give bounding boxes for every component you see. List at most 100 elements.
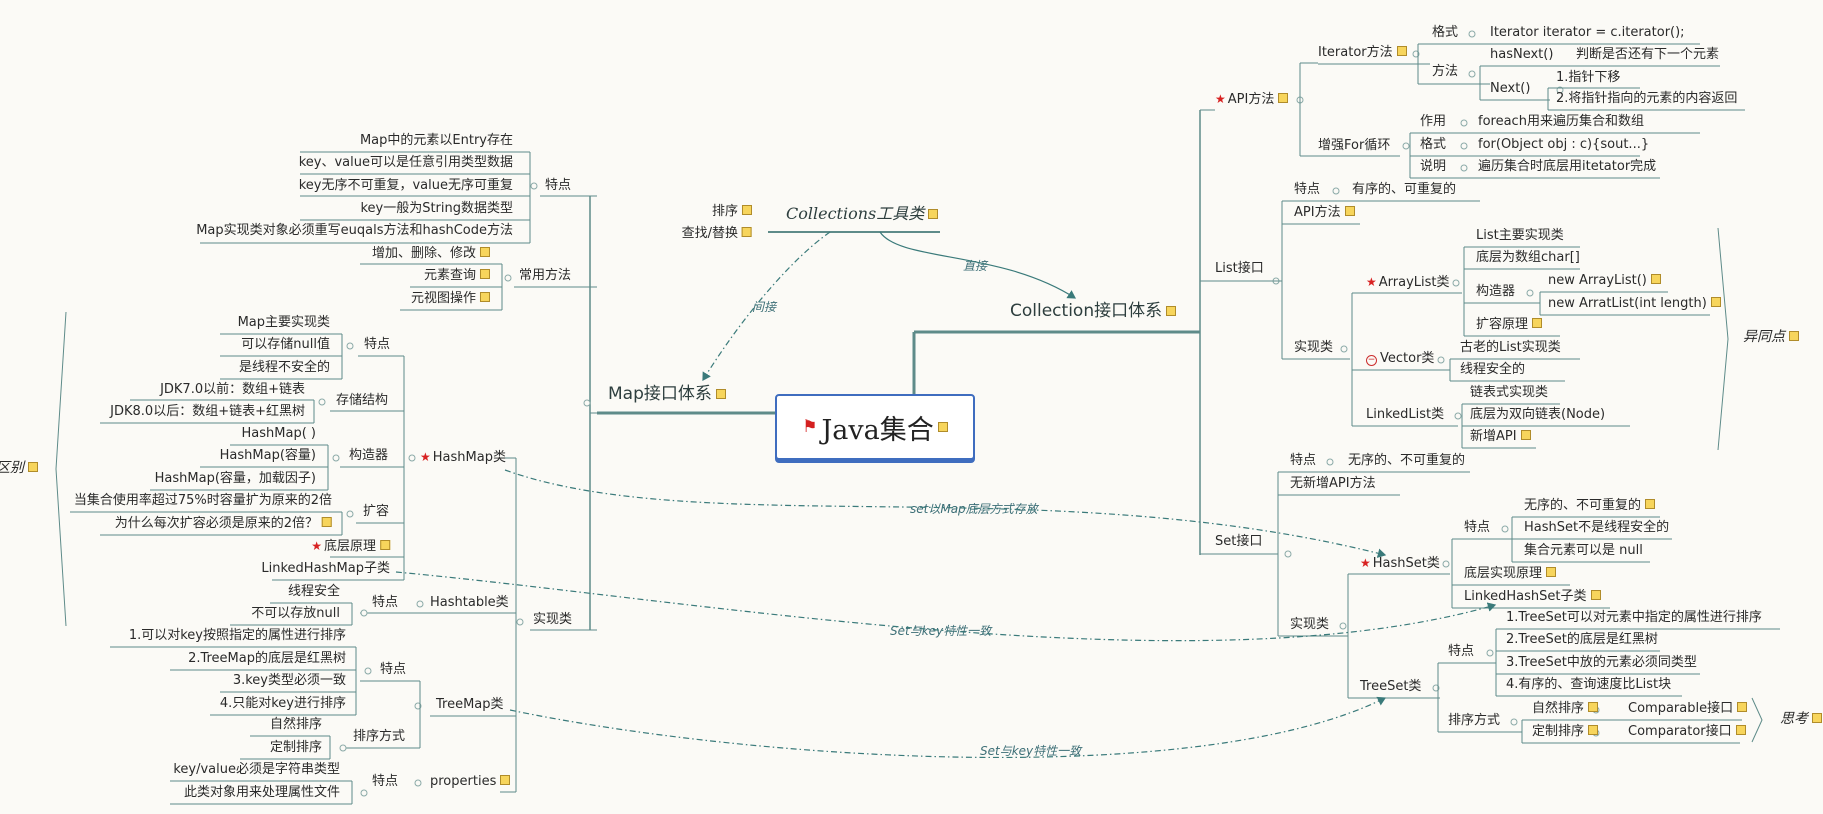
- note-icon[interactable]: [322, 517, 332, 527]
- treemap-3[interactable]: 3.key类型必须一致: [232, 673, 346, 688]
- collection-branch[interactable]: Collection接口体系: [1010, 303, 1177, 320]
- treeset-f2[interactable]: 2.TreeSet的底层是红黑树: [1506, 632, 1658, 647]
- note-icon[interactable]: [1344, 206, 1355, 216]
- iterator-format[interactable]: 格式: [1432, 25, 1459, 40]
- connector-dot-icon[interactable]: [1340, 345, 1348, 353]
- note-icon[interactable]: [742, 227, 752, 237]
- note-icon[interactable]: [1588, 725, 1599, 735]
- treeset-feature[interactable]: 特点: [1448, 644, 1475, 659]
- usage-node[interactable]: 作用: [1420, 114, 1447, 129]
- treeset-comparable[interactable]: Comparable接口: [1628, 701, 1748, 717]
- connector-dot-icon[interactable]: [1460, 164, 1468, 172]
- treemap-2[interactable]: 2.TreeMap的底层是红黑树: [188, 651, 346, 666]
- note-icon[interactable]: [715, 389, 726, 399]
- explain-desc[interactable]: 遍历集合时底层用itetator完成: [1478, 159, 1657, 174]
- connector-dot-icon[interactable]: [516, 618, 524, 626]
- properties-feature[interactable]: 特点: [372, 774, 399, 789]
- map-f1[interactable]: Map中的元素以Entry存在: [359, 133, 513, 148]
- map-c1[interactable]: 增加、删除、修改: [372, 246, 490, 262]
- hashset-f3[interactable]: 集合元素可以是 null: [1524, 543, 1643, 558]
- treemap-feature[interactable]: 特点: [380, 662, 407, 677]
- vector-safe[interactable]: 线程安全的: [1460, 362, 1526, 377]
- iterator-node[interactable]: Iterator方法: [1318, 45, 1407, 61]
- central-topic[interactable]: ⚑ Java集合: [775, 394, 975, 460]
- linkedlist-3[interactable]: 新增API: [1470, 429, 1531, 445]
- iterator-method[interactable]: 方法: [1432, 64, 1459, 79]
- hashset-node[interactable]: ★HashSet类: [1360, 555, 1440, 572]
- treemap-custom[interactable]: 定制排序: [269, 740, 322, 755]
- connector-dot-icon[interactable]: [346, 510, 354, 518]
- arraylist-expand[interactable]: 扩容原理: [1476, 317, 1543, 333]
- connector-dot-icon[interactable]: [360, 609, 368, 617]
- hashmap-expand[interactable]: 扩容: [363, 504, 390, 519]
- connector-dot-icon[interactable]: [1284, 550, 1292, 558]
- map-feature-node[interactable]: 特点: [545, 178, 572, 193]
- connector-dot-icon[interactable]: [530, 182, 538, 190]
- map-c2[interactable]: 元素查询: [424, 268, 490, 284]
- list-interface-node[interactable]: List接口: [1215, 261, 1264, 276]
- hashmap-s1[interactable]: JDK7.0以前：数组+链表: [160, 382, 305, 397]
- connector-dot-icon[interactable]: [1468, 30, 1476, 38]
- note-icon[interactable]: [500, 775, 511, 785]
- hashmap-storage[interactable]: 存储结构: [336, 393, 389, 408]
- note-icon[interactable]: [480, 247, 490, 257]
- note-icon[interactable]: [28, 462, 38, 472]
- tool-sort[interactable]: 排序: [712, 204, 752, 220]
- treemap-node[interactable]: TreeMap类: [436, 697, 504, 712]
- note-icon[interactable]: [1590, 590, 1601, 600]
- note-icon[interactable]: [1396, 46, 1407, 56]
- connector-dot-icon[interactable]: [1402, 142, 1410, 150]
- treeset-custom[interactable]: 定制排序: [1532, 724, 1599, 740]
- arraylist-base[interactable]: 底层为数组char[]: [1476, 250, 1580, 265]
- map-c3[interactable]: 元视图操作: [411, 291, 490, 307]
- arraylist-main[interactable]: List主要实现类: [1476, 228, 1564, 243]
- connector-dot-icon[interactable]: [583, 399, 591, 407]
- list-api-node[interactable]: API方法: [1294, 205, 1355, 221]
- treeset-f1[interactable]: 1.TreeSet可以对元素中指定的属性进行排序: [1506, 610, 1762, 625]
- note-icon[interactable]: [480, 269, 490, 279]
- hashset-f1[interactable]: 无序的、不可重复的: [1524, 498, 1656, 514]
- note-icon[interactable]: [1710, 297, 1721, 307]
- connector-dot-icon[interactable]: [414, 779, 422, 787]
- connector-dot-icon[interactable]: [318, 398, 326, 406]
- set-impl-node[interactable]: 实现类: [1290, 617, 1330, 632]
- explain-node[interactable]: 说明: [1420, 159, 1447, 174]
- api-methods-node[interactable]: ★API方法: [1215, 91, 1289, 108]
- hashmap-c1[interactable]: HashMap( ): [241, 426, 316, 441]
- usage-desc[interactable]: foreach用来遍历集合和数组: [1478, 114, 1644, 129]
- hashmap-e1[interactable]: 当集合使用率超过75%时容量扩为原来的2倍: [73, 493, 332, 508]
- treemap-4[interactable]: 4.只能对key进行排序: [219, 696, 346, 711]
- connector-dot-icon[interactable]: [1486, 649, 1494, 657]
- properties-1[interactable]: key/value必须是字符串类型: [173, 762, 340, 777]
- connector-dot-icon[interactable]: [332, 454, 340, 462]
- hashtable-node[interactable]: Hashtable类: [430, 595, 509, 610]
- connector-dot-icon[interactable]: [408, 454, 416, 462]
- set-no-api[interactable]: 无新增API方法: [1290, 476, 1376, 491]
- hashmap-c3[interactable]: HashMap(容量，加载因子): [154, 471, 316, 486]
- hashmap-f3[interactable]: 是线程不安全的: [238, 360, 330, 375]
- connector-dot-icon[interactable]: [364, 667, 372, 675]
- connector-dot-icon[interactable]: [1460, 119, 1468, 127]
- note-icon[interactable]: [1812, 713, 1822, 723]
- note-icon[interactable]: [1737, 702, 1748, 712]
- map-f3[interactable]: key无序不可重复，value无序可重复: [298, 178, 513, 193]
- hashmap-e2[interactable]: 为什么每次扩容必须是原来的2倍？: [115, 516, 332, 532]
- treemap-natural[interactable]: 自然排序: [269, 717, 322, 732]
- treeset-sort[interactable]: 排序方式: [1448, 713, 1501, 728]
- vector-node[interactable]: −Vector类: [1366, 351, 1434, 367]
- list-impl-node[interactable]: 实现类: [1294, 340, 1334, 355]
- hashset-f2[interactable]: HashSet不是线程安全的: [1524, 520, 1670, 535]
- tool-search[interactable]: 查找/替换: [682, 226, 752, 242]
- note-icon[interactable]: [1735, 725, 1746, 735]
- hashtable-1[interactable]: 线程安全: [287, 584, 340, 599]
- connector-dot-icon[interactable]: [346, 342, 354, 350]
- hashmap-ctor[interactable]: 构造器: [349, 448, 389, 463]
- note-icon[interactable]: [928, 209, 939, 219]
- map-common-node[interactable]: 常用方法: [519, 268, 572, 283]
- set-feature-desc[interactable]: 无序的、不可重复的: [1348, 453, 1466, 468]
- note-icon[interactable]: [742, 205, 752, 215]
- vector-old[interactable]: 古老的List实现类: [1460, 340, 1561, 355]
- hashmap-c2[interactable]: HashMap(容量): [219, 448, 316, 463]
- connector-dot-icon[interactable]: [504, 274, 512, 282]
- hashmap-f1[interactable]: Map主要实现类: [237, 315, 330, 330]
